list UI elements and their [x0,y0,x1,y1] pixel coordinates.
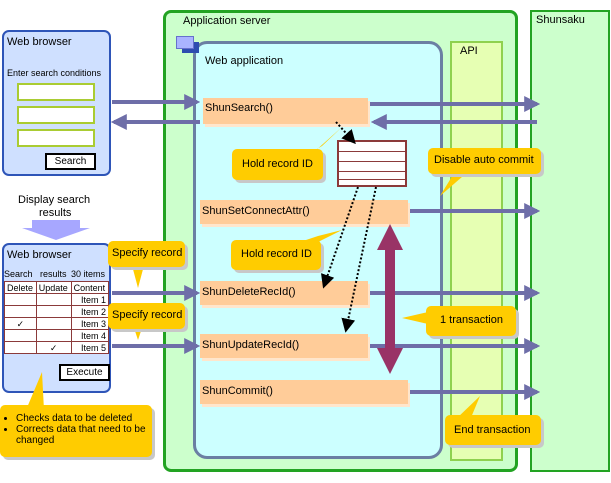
shuncommit-label: ShunCommit() [202,385,273,397]
web-browser-results-title: Web browser [7,249,72,261]
search-button[interactable]: Search [45,153,96,170]
results-header-row: Delete Update Content [4,281,110,294]
shunsaku-label: Shunsaku [536,14,585,26]
record-id-to-delete-arrow [321,186,359,289]
results-summary-word-2: results [40,269,67,279]
hold-record-id-text-1: Hold record ID [242,158,313,170]
record-id-to-update-arrow [341,186,377,333]
display-search-results-label-line2: results [39,207,72,219]
transaction-arrow-top-head [377,224,403,250]
specify-record-callout-1: Specify record [108,241,185,267]
search-conditions-prompt: Enter search conditions [7,68,102,78]
one-transaction-text: 1 transaction [440,314,503,326]
content-cell: Item 4 [70,329,110,342]
table-row: ✓ Item 5 [4,341,110,354]
notes-callout-tail [26,372,44,410]
display-search-results-label-line1: Display search [18,194,91,206]
record-id-store-arrow [335,121,356,145]
transaction-arrow-bottom-head [377,348,403,374]
results-table: Delete Update Content Item 1 Item 2 ✓ It… [4,281,110,354]
api-label: API [460,45,478,57]
shunsaku-panel: Shunsaku [530,10,610,472]
update-checkbox-cell[interactable]: ✓ [35,341,72,354]
shunupdaterecid-function-box: ShunUpdateRecId() [200,334,368,358]
web-application-label: Web application [205,55,284,67]
web-browser-search-window: Web browser Enter search conditions Sear… [2,30,111,176]
application-server-label: Application server [183,15,271,27]
notes-list: Checks data to be deleted Corrects data … [4,413,158,446]
shunupdaterecid-label: ShunUpdateRecId() [202,339,300,351]
end-transaction-callout: End transaction [445,415,541,445]
web-browser-results-window: Web browser Search results 30 items Dele… [2,243,111,393]
web-application-icon [176,36,200,54]
search-condition-field-2[interactable] [17,106,95,124]
record-id-store [337,140,407,187]
note-update: Corrects data that need to be changed [16,424,158,446]
notes-callout: Checks data to be deleted Corrects data … [0,405,152,457]
end-transaction-tail [455,396,480,420]
transaction-arrow-shaft [385,246,395,350]
shunsetconnectattr-function-box: ShunSetConnectAttr() [200,200,408,224]
table-row: Item 1 [4,293,110,306]
shunsearch-label: ShunSearch() [205,102,273,114]
shundeleterecid-function-box: ShunDeleteRecId() [200,281,368,305]
results-summary-word-1: Search [4,269,33,279]
specify-record-text-2: Specify record [112,309,183,321]
hold-record-id-text-2: Hold record ID [241,248,312,260]
table-row: Item 4 [4,329,110,342]
shunsetconnectattr-label: ShunSetConnectAttr() [202,205,310,217]
content-cell: Item 5 [70,341,110,354]
disable-auto-commit-tail [440,170,470,196]
hold-record-id-callout-1: Hold record ID [232,149,323,180]
search-condition-field-1[interactable] [17,83,95,101]
one-transaction-tail [402,312,428,324]
note-delete: Checks data to be deleted [16,413,158,424]
end-transaction-text: End transaction [454,424,531,436]
table-row: ✓ Item 3 [4,317,110,330]
web-browser-title: Web browser [7,36,72,48]
specify-record-text-1: Specify record [112,247,183,259]
search-condition-field-3[interactable] [17,129,95,147]
execute-button[interactable]: Execute [59,364,110,381]
shundeleterecid-label: ShunDeleteRecId() [202,286,296,298]
shuncommit-function-box: ShunCommit() [200,380,408,404]
hold-record-id-callout-2: Hold record ID [231,240,321,270]
display-results-transition-arrow [22,220,90,240]
specify-record-callout-2: Specify record [108,303,185,329]
one-transaction-callout: 1 transaction [426,306,516,336]
shunsearch-function-box: ShunSearch() [203,98,368,124]
disable-auto-commit-callout: Disable auto commit [428,148,541,174]
results-summary-count: 30 items [71,269,106,279]
disable-auto-commit-text: Disable auto commit [434,154,534,166]
